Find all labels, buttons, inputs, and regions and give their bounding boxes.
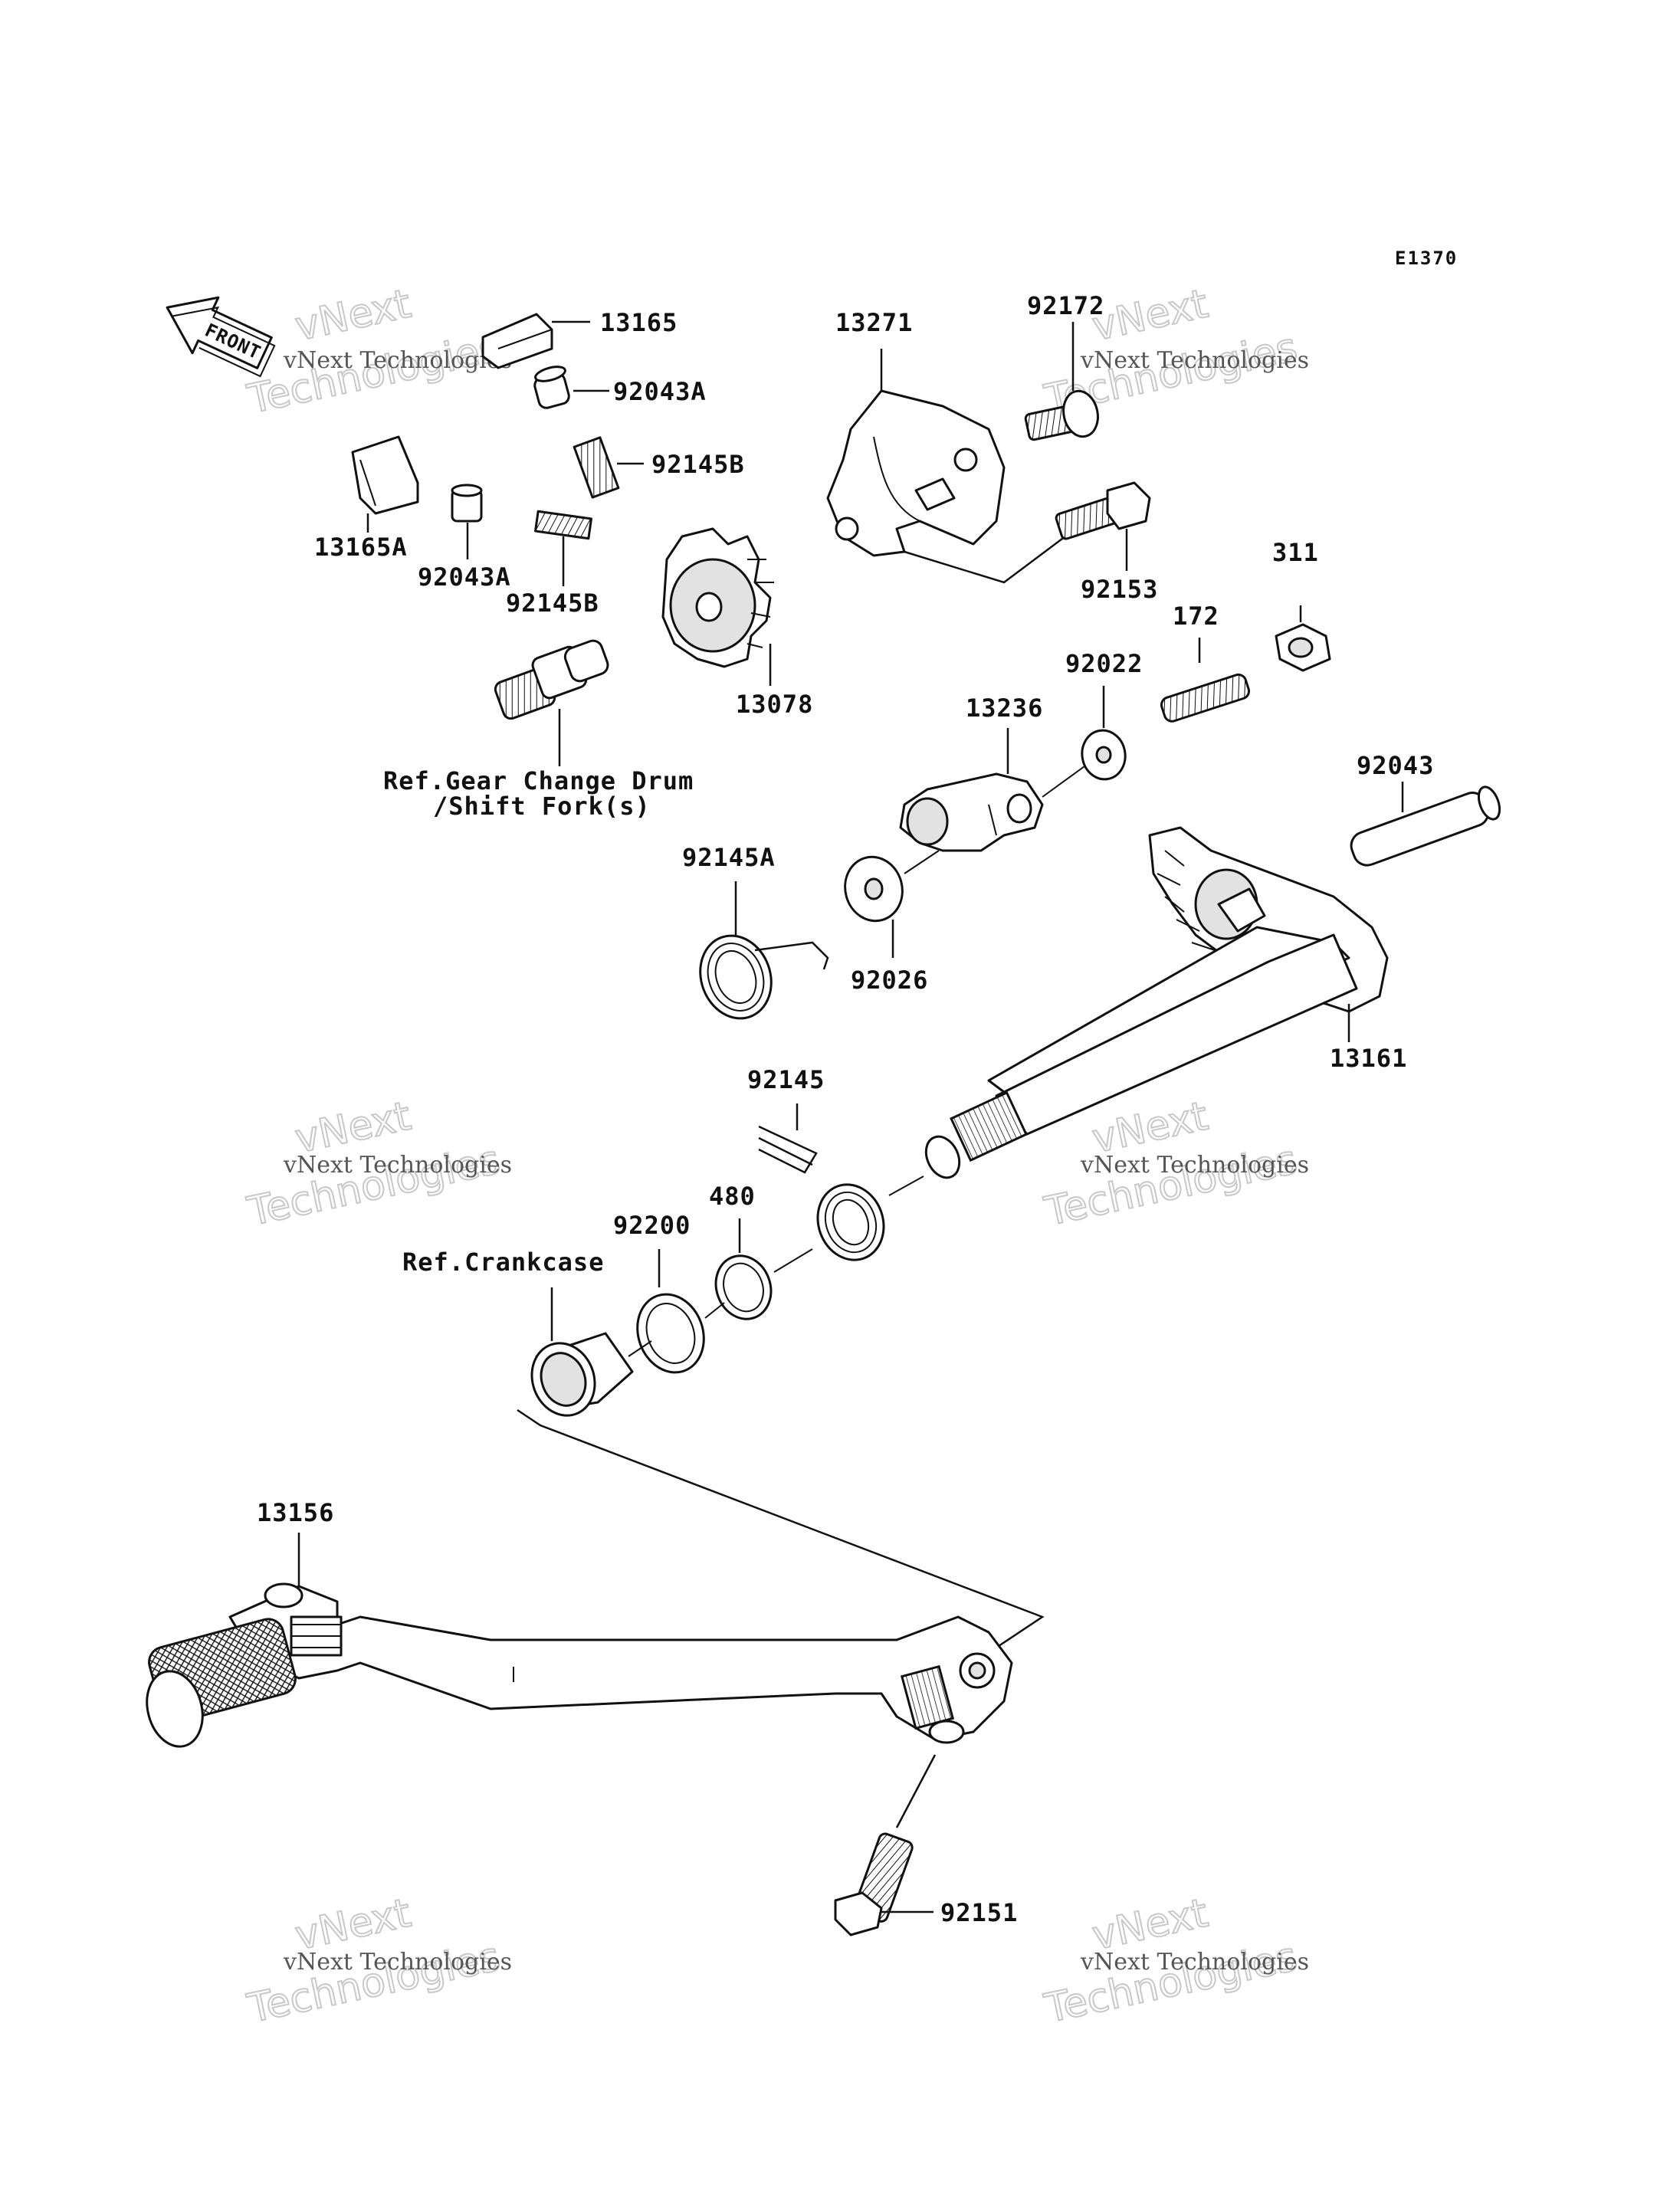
label-92022: 92022 xyxy=(1065,649,1143,678)
watermark-text: vNext Technologies xyxy=(1080,1949,1309,1976)
label-92026: 92026 xyxy=(851,966,928,995)
label-172: 172 xyxy=(1173,602,1219,631)
part-13161 xyxy=(924,826,1389,1179)
part-13165 xyxy=(481,313,590,369)
label-311: 311 xyxy=(1272,538,1319,567)
part-92145B-bottom xyxy=(534,510,592,586)
front-arrow-icon: FRONT xyxy=(166,296,276,378)
part-92153 xyxy=(1055,481,1151,571)
part-92172 xyxy=(1024,322,1099,441)
label-ref-gear-line2: /Shift Fork(s) xyxy=(433,792,651,821)
label-92145A: 92145A xyxy=(682,843,776,872)
label-ref-gear-line1: Ref.Gear Change Drum xyxy=(383,766,694,795)
label-13165: 13165 xyxy=(600,308,678,337)
part-311 xyxy=(1275,605,1331,672)
label-92145: 92145 xyxy=(747,1065,825,1094)
part-92145B-top xyxy=(573,436,644,499)
part-13078 xyxy=(661,527,774,686)
label-92151: 92151 xyxy=(940,1898,1018,1927)
part-92022 xyxy=(1081,686,1127,781)
label-13156: 13156 xyxy=(257,1498,334,1527)
watermark-text: vNext Technologies xyxy=(1080,347,1309,374)
label-92145B-bottom: 92145B xyxy=(506,589,599,618)
label-92043A-bottom: 92043A xyxy=(418,562,511,592)
label-92043: 92043 xyxy=(1357,751,1434,780)
part-ref-gear-pin xyxy=(494,639,609,766)
watermark-text: vNext Technologies xyxy=(1080,1152,1309,1179)
label-13165A: 13165A xyxy=(314,533,408,562)
part-13271 xyxy=(826,349,1066,584)
part-92043 xyxy=(1350,782,1501,867)
part-172 xyxy=(1160,638,1251,723)
part-crankcase-seal xyxy=(517,1287,1045,1664)
label-92172: 92172 xyxy=(1027,291,1104,320)
part-92026 xyxy=(844,850,940,958)
label-92145B-top: 92145B xyxy=(651,450,745,479)
label-480: 480 xyxy=(709,1182,756,1211)
part-92151 xyxy=(834,1754,937,1936)
label-13271: 13271 xyxy=(835,308,913,337)
part-480 xyxy=(714,1218,813,1320)
diagram-code: E1370 xyxy=(1395,248,1458,269)
label-92043A-top: 92043A xyxy=(613,377,707,406)
part-92200 xyxy=(636,1249,725,1374)
part-13156 xyxy=(146,1533,1013,1748)
watermark-text: vNext Technologies xyxy=(283,1152,512,1179)
part-92145A xyxy=(699,881,829,1020)
part-92145 xyxy=(758,1103,924,1261)
part-92043A-bottom xyxy=(451,484,483,559)
label-13236: 13236 xyxy=(966,694,1043,723)
label-ref-crankcase: Ref.Crankcase xyxy=(402,1248,604,1277)
watermark-text: vNext Technologies xyxy=(283,1949,512,1976)
label-13078: 13078 xyxy=(736,690,813,719)
label-13161: 13161 xyxy=(1330,1044,1407,1073)
watermark-brand: vNext xyxy=(1088,281,1212,350)
watermark-text: vNext Technologies xyxy=(283,347,512,374)
label-92200: 92200 xyxy=(613,1211,691,1240)
watermark-brand: vNext xyxy=(291,281,415,350)
part-13236 xyxy=(899,728,1085,852)
label-92153: 92153 xyxy=(1081,575,1158,604)
part-92043A-top xyxy=(533,366,609,409)
part-13165A xyxy=(351,435,419,533)
